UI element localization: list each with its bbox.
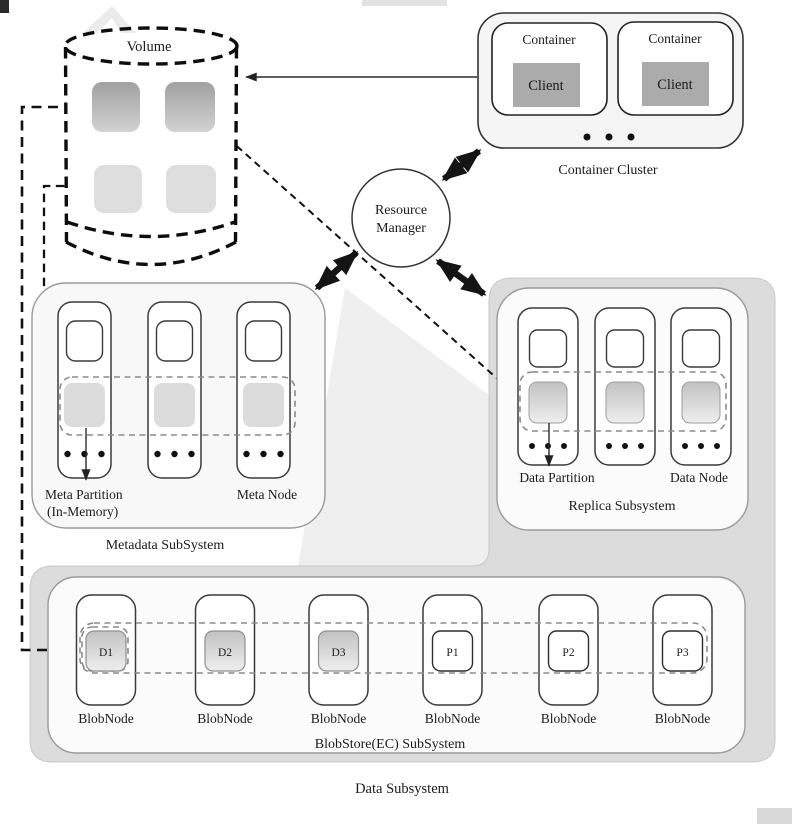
- chunk-p2-label: P2: [562, 647, 574, 659]
- volume-block-active-2: [165, 82, 215, 132]
- meta-partition-label-1: Meta Partition: [45, 487, 123, 502]
- meta-partition-2: [154, 383, 195, 427]
- resource-manager-label-1: Resource: [375, 203, 427, 218]
- meta-partition-1: [64, 383, 105, 427]
- data-partition-label: Data Partition: [519, 470, 595, 485]
- container-2: Container Client: [617, 21, 734, 116]
- arrow-rm-metadata: [314, 250, 359, 291]
- client-1-box: [513, 63, 580, 107]
- meta-node-label: Meta Node: [237, 487, 297, 502]
- blobstore-subsystem-label: BlobStore(EC) SubSystem: [315, 737, 466, 752]
- data-partition-3: [681, 381, 721, 424]
- chunk-p2: [547, 630, 590, 672]
- blob-node-3-label: BlobNode: [311, 711, 367, 726]
- metadata-subsystem-label: Metadata SubSystem: [106, 538, 225, 553]
- volume-block-1: [94, 165, 142, 213]
- corner-artifact-bottom-right: [757, 808, 792, 824]
- container-1-label: Container: [522, 32, 576, 47]
- blob-node-2-label: BlobNode: [197, 711, 253, 726]
- ellipsis-dots-cluster: [583, 133, 635, 141]
- blob-node-4-label: BlobNode: [425, 711, 481, 726]
- container-2-label: Container: [648, 31, 702, 46]
- container-cluster-label: Container Cluster: [558, 163, 657, 178]
- volume-label: Volume: [127, 39, 172, 55]
- volume-block-active-1: [92, 82, 140, 132]
- container-1: Container Client: [491, 22, 608, 116]
- client-2-box: [642, 62, 709, 106]
- replica-subsystem-label: Replica Subsystem: [569, 499, 676, 514]
- resource-manager: Resource Manager: [351, 168, 451, 268]
- blobstore-subsystem: D1 D2 D3 P1 P2 P3 BlobNode BlobNode Blob…: [47, 576, 746, 754]
- meta-partition-label-2: (In-Memory): [47, 504, 118, 519]
- replica-subsystem: Data Partition Data Node Replica Subsyst…: [496, 287, 749, 531]
- corner-artifact-top-left: [0, 0, 9, 13]
- metadata-subsystem: Meta Partition (In-Memory) Meta Node Met…: [31, 282, 326, 553]
- data-subsystem-label: Data Subsystem: [355, 781, 450, 797]
- meta-partition-band: [59, 376, 296, 436]
- chunk-d3-label: D3: [331, 647, 345, 659]
- client-2-label: Client: [657, 77, 692, 93]
- blob-node-6-label: BlobNode: [655, 711, 711, 726]
- blob-node-5-label: BlobNode: [541, 711, 597, 726]
- chunk-d3: [317, 630, 360, 672]
- blob-node-1-label: BlobNode: [78, 711, 134, 726]
- chunk-d1: [85, 630, 127, 672]
- data-partition-band: [519, 371, 727, 432]
- chunk-d1-label: D1: [99, 647, 113, 659]
- arrow-rm-cluster: [441, 148, 482, 182]
- ec-chunk-d1-band: [81, 626, 129, 672]
- meta-partition-3: [243, 383, 284, 427]
- chunk-d2-label: D2: [218, 647, 232, 659]
- chunk-p1: [431, 630, 474, 672]
- chunk-p3: [661, 630, 704, 672]
- chunk-d2: [204, 630, 246, 672]
- data-partition-1: [528, 381, 568, 424]
- chunk-p3-label: P3: [676, 647, 688, 659]
- data-partition-2: [605, 381, 645, 424]
- container-cluster: Container Client Container Client Contai…: [477, 12, 744, 178]
- chunk-p1-label: P1: [446, 647, 458, 659]
- resource-manager-label-2: Manager: [376, 221, 426, 236]
- data-node-label: Data Node: [670, 470, 728, 485]
- client-1-label: Client: [528, 78, 563, 94]
- arrow-rm-replica: [435, 258, 487, 297]
- ec-stripe-band: [79, 622, 708, 674]
- volume-block-2: [166, 165, 216, 213]
- volume: Volume: [63, 26, 239, 267]
